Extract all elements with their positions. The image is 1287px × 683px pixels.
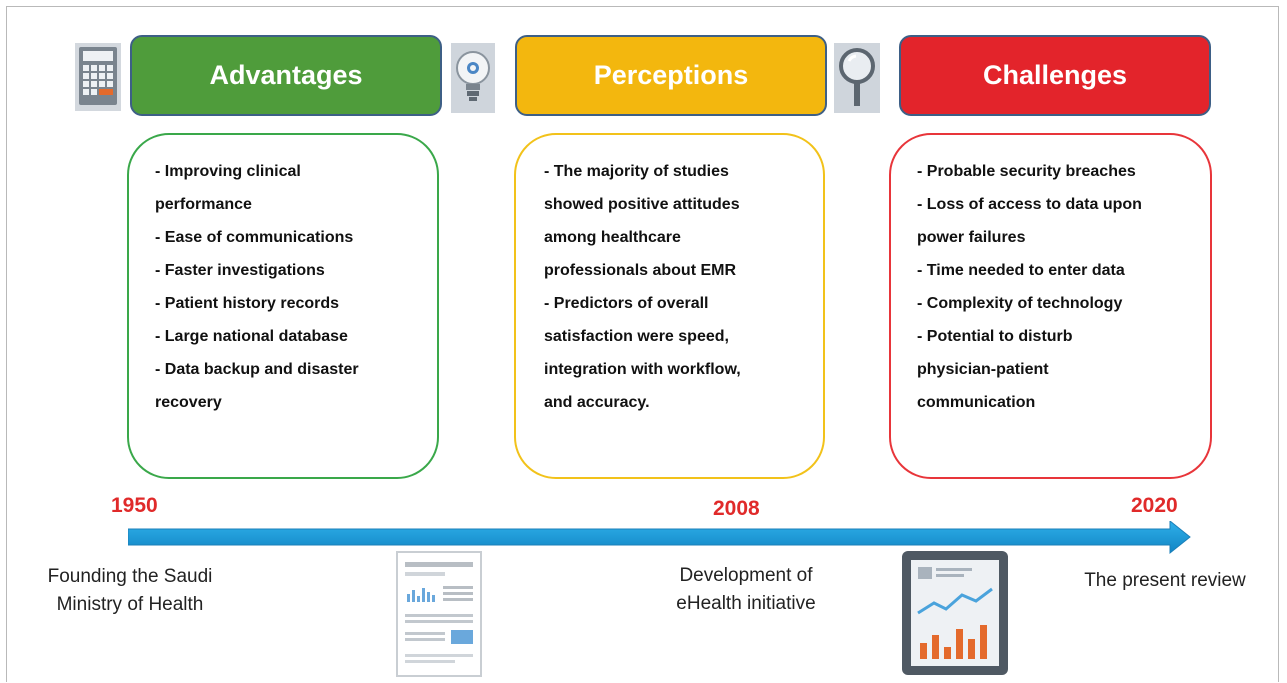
list-item: - Data backup and disaster xyxy=(155,361,359,378)
list-item: communication xyxy=(917,394,1036,411)
report-document-icon xyxy=(395,550,483,678)
list-item: professionals about EMR xyxy=(544,262,737,279)
caption-development-line2: eHealth initiative xyxy=(676,593,816,614)
challenges-panel: - Probable security breaches - Loss of a… xyxy=(889,133,1212,479)
magnifier-icon xyxy=(834,43,880,113)
advantages-header: Advantages xyxy=(130,35,442,116)
challenges-title: Challenges xyxy=(982,60,1128,90)
list-item: - Large national database xyxy=(155,328,348,345)
year-label-1950: 1950 xyxy=(111,494,158,517)
perceptions-title: Perceptions xyxy=(593,60,749,90)
list-item: - Time needed to enter data xyxy=(917,262,1125,279)
list-item: - Potential to disturb xyxy=(917,328,1073,345)
perceptions-panel: - The majority of studies showed positiv… xyxy=(514,133,825,479)
figure-frame xyxy=(6,6,1279,682)
list-item: and accuracy. xyxy=(544,394,650,411)
advantages-panel: - Improving clinical performance - Ease … xyxy=(127,133,439,479)
perceptions-header: Perceptions xyxy=(515,35,827,116)
caption-present: The present review xyxy=(1058,567,1272,595)
list-item: - Probable security breaches xyxy=(917,163,1136,180)
list-item: power failures xyxy=(917,229,1026,246)
list-item: showed positive attitudes xyxy=(544,196,740,213)
list-item: - Predictors of overall xyxy=(544,295,709,312)
list-item: - Complexity of technology xyxy=(917,295,1123,312)
caption-present-line: The present review xyxy=(1084,570,1246,591)
tablet-chart-icon xyxy=(902,551,1008,675)
list-item: physician-patient xyxy=(917,361,1049,378)
list-item: satisfaction were speed, xyxy=(544,328,729,345)
list-item: among healthcare xyxy=(544,229,681,246)
list-item: - Improving clinical xyxy=(155,163,301,180)
caption-founding-line2: Ministry of Health xyxy=(56,594,204,615)
caption-founding-line1: Founding the Saudi xyxy=(47,566,213,587)
calculator-icon xyxy=(74,42,122,112)
challenges-header: Challenges xyxy=(899,35,1211,116)
caption-founding: Founding the Saudi Ministry of Health xyxy=(24,563,236,619)
list-item: integration with workflow, xyxy=(544,361,741,378)
lightbulb-icon xyxy=(451,43,495,113)
list-item: - The majority of studies xyxy=(544,163,729,180)
list-item: - Ease of communications xyxy=(155,229,354,246)
advantages-title: Advantages xyxy=(209,60,363,90)
list-item: - Loss of access to data upon xyxy=(917,196,1142,213)
list-item: recovery xyxy=(155,394,222,411)
list-item: - Faster investigations xyxy=(155,262,325,279)
caption-development-line1: Development of xyxy=(679,565,813,586)
list-item: - Patient history records xyxy=(155,295,340,312)
timeline-arrow xyxy=(127,519,1192,560)
list-item: performance xyxy=(155,196,252,213)
year-label-2020: 2020 xyxy=(1131,494,1178,517)
year-label-2008: 2008 xyxy=(713,497,760,520)
caption-development: Development of eHealth initiative xyxy=(648,562,844,618)
